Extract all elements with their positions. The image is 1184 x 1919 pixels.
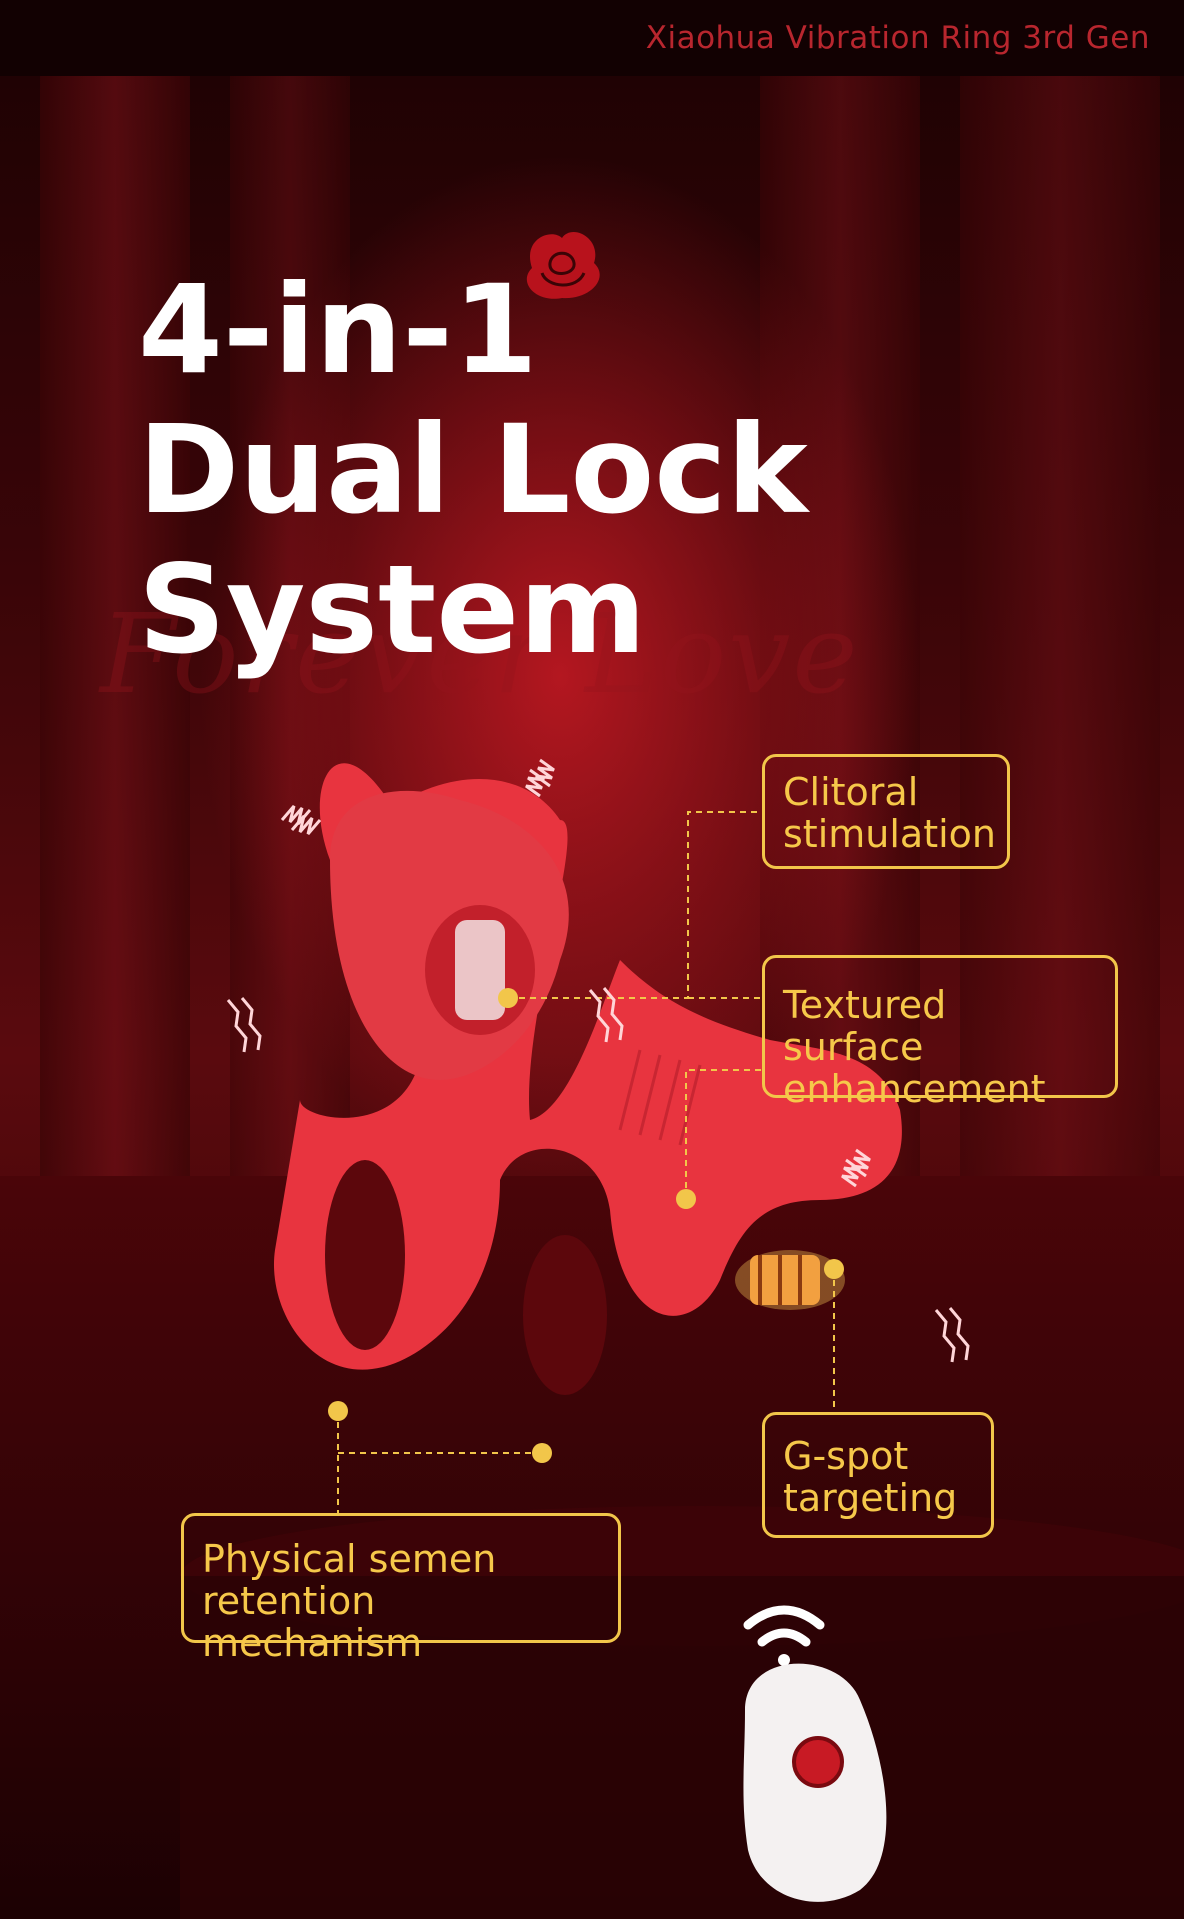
- feature-label-line: Textured surface: [783, 983, 947, 1069]
- feature-label-line: Clitoral: [783, 770, 919, 814]
- feature-label-line: targeting: [783, 1476, 958, 1520]
- feature-label-line: G-spot: [783, 1434, 909, 1478]
- vibration-icon: [934, 1307, 970, 1363]
- feature-clitoral-stimulation: Clitoral stimulation: [762, 754, 1010, 869]
- feature-label-line: Physical semen: [202, 1537, 497, 1581]
- feature-g-spot-targeting: G-spot targeting: [762, 1412, 994, 1538]
- headline: 4-in-1 Dual Lock System: [138, 260, 808, 680]
- headline-line-1: 4-in-1: [138, 259, 538, 401]
- headline-line-3: System: [138, 539, 647, 681]
- motor-glow: [735, 1250, 845, 1310]
- connector-dots: [328, 988, 844, 1463]
- background-scene: [0, 76, 1184, 1919]
- feature-label-line: stimulation: [783, 812, 996, 856]
- headline-line-2: Dual Lock: [138, 399, 808, 541]
- feature-label-line: retention mechanism: [202, 1579, 423, 1665]
- rose-icon: [526, 232, 600, 299]
- script-watermark: Forever Love: [100, 590, 860, 718]
- brand-title: Xiaohua Vibration Ring 3rd Gen: [645, 20, 1150, 56]
- vibration-icon: [525, 758, 555, 798]
- top-bar: Xiaohua Vibration Ring 3rd Gen: [0, 0, 1184, 76]
- vibration-icon: [841, 1148, 871, 1188]
- feature-textured-surface: Textured surface enhancement: [762, 955, 1118, 1110]
- wireless-signal-icon: [743, 1605, 825, 1666]
- feature-semen-retention: Physical semen retention mechanism: [181, 1513, 621, 1664]
- vibration-icon: [588, 987, 624, 1043]
- feature-label-line: enhancement: [783, 1067, 1046, 1111]
- vibration-icon: [226, 997, 262, 1053]
- remote-control: [743, 1663, 887, 1902]
- vibration-icon: [280, 805, 322, 835]
